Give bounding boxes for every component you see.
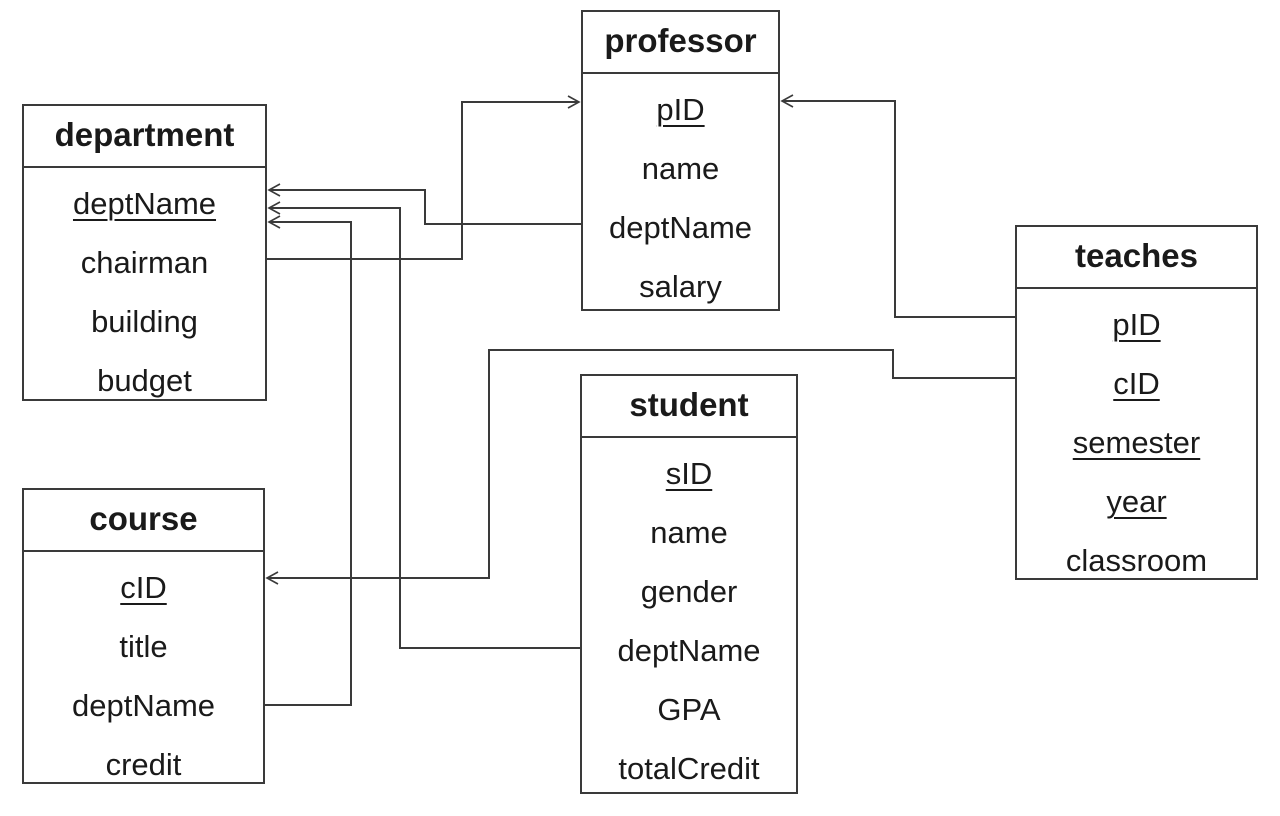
entity-professor-title: professor — [583, 12, 778, 74]
connector-course-deptname-to-department-deptname — [265, 215, 352, 706]
entity-department-attributes: deptName chairman building budget — [24, 168, 265, 410]
teaches-attribute-classroom: classroom — [1017, 531, 1256, 590]
entity-teaches: teaches pID cID semester year classroom — [1015, 225, 1258, 580]
entity-department: department deptName chairman building budge… — [22, 104, 267, 401]
connector-teaches-pid-to-professor-pid — [780, 94, 1015, 318]
student-attribute-gender: gender — [582, 562, 796, 621]
connector-student-deptname-to-department-deptname — [267, 201, 580, 649]
teaches-attribute-year-pk: year — [1017, 472, 1256, 531]
student-attribute-label: GPA — [657, 692, 721, 727]
department-attribute-label: building — [91, 304, 198, 339]
course-attribute-deptname: deptName — [24, 676, 263, 735]
professor-attribute-label: name — [641, 151, 720, 186]
entity-course: course cID title deptName credit — [22, 488, 265, 784]
course-attribute-label: title — [119, 629, 168, 664]
entity-course-title: course — [24, 490, 263, 552]
course-attribute-label: deptName — [71, 688, 216, 723]
student-attribute-name: name — [582, 503, 796, 562]
course-attribute-label: credit — [105, 747, 182, 782]
student-attribute-sid-pk: sID — [582, 444, 796, 503]
student-attribute-label: deptName — [617, 633, 761, 668]
connector-professor-deptname-to-department-deptname — [267, 183, 581, 225]
department-attribute-budget: budget — [24, 351, 265, 410]
student-attribute-totalcredit: totalCredit — [582, 739, 796, 798]
department-attribute-label: budget — [97, 363, 192, 398]
course-attribute-title: title — [24, 617, 263, 676]
course-attribute-label: cID — [120, 570, 167, 605]
professor-attribute-label: salary — [639, 269, 722, 304]
student-attribute-deptname: deptName — [582, 621, 796, 680]
teaches-attribute-label: classroom — [1065, 543, 1208, 578]
teaches-attribute-pid-pk: pID — [1017, 295, 1256, 354]
student-attribute-label: gender — [640, 574, 738, 609]
department-attribute-label: chairman — [80, 245, 209, 280]
entity-professor-attributes: pID name deptName salary — [583, 74, 778, 316]
student-attribute-gpa: GPA — [582, 680, 796, 739]
entity-teaches-attributes: pID cID semester year classroom — [1017, 289, 1256, 590]
department-attribute-building: building — [24, 292, 265, 351]
entity-course-attributes: cID title deptName credit — [24, 552, 263, 794]
professor-attribute-deptname: deptName — [583, 198, 778, 257]
department-attribute-label: deptName — [72, 186, 217, 221]
teaches-attribute-label: pID — [1112, 307, 1161, 342]
course-attribute-credit: credit — [24, 735, 263, 794]
teaches-attribute-label: cID — [1113, 366, 1160, 401]
entity-professor: professor pID name deptName salary — [581, 10, 780, 311]
entity-student-title: student — [582, 376, 796, 438]
connector-department-chairman-to-professor-pid — [267, 95, 581, 260]
professor-attribute-label: deptName — [608, 210, 753, 245]
student-attribute-label: name — [650, 515, 728, 550]
professor-attribute-label: pID — [656, 92, 705, 127]
student-attribute-label: totalCredit — [618, 751, 760, 786]
department-attribute-deptname-pk: deptName — [24, 174, 265, 233]
course-attribute-cid-pk: cID — [24, 558, 263, 617]
department-attribute-chairman: chairman — [24, 233, 265, 292]
professor-attribute-pid-pk: pID — [583, 80, 778, 139]
connector-teaches-cid-to-course-cid — [265, 349, 1015, 585]
professor-attribute-name: name — [583, 139, 778, 198]
teaches-attribute-label: semester — [1072, 425, 1201, 460]
professor-attribute-salary: salary — [583, 257, 778, 316]
teaches-attribute-cid-pk: cID — [1017, 354, 1256, 413]
teaches-attribute-label: year — [1106, 484, 1167, 519]
teaches-attribute-semester-pk: semester — [1017, 413, 1256, 472]
student-attribute-label: sID — [665, 456, 713, 491]
entity-teaches-title: teaches — [1017, 227, 1256, 289]
entity-department-title: department — [24, 106, 265, 168]
